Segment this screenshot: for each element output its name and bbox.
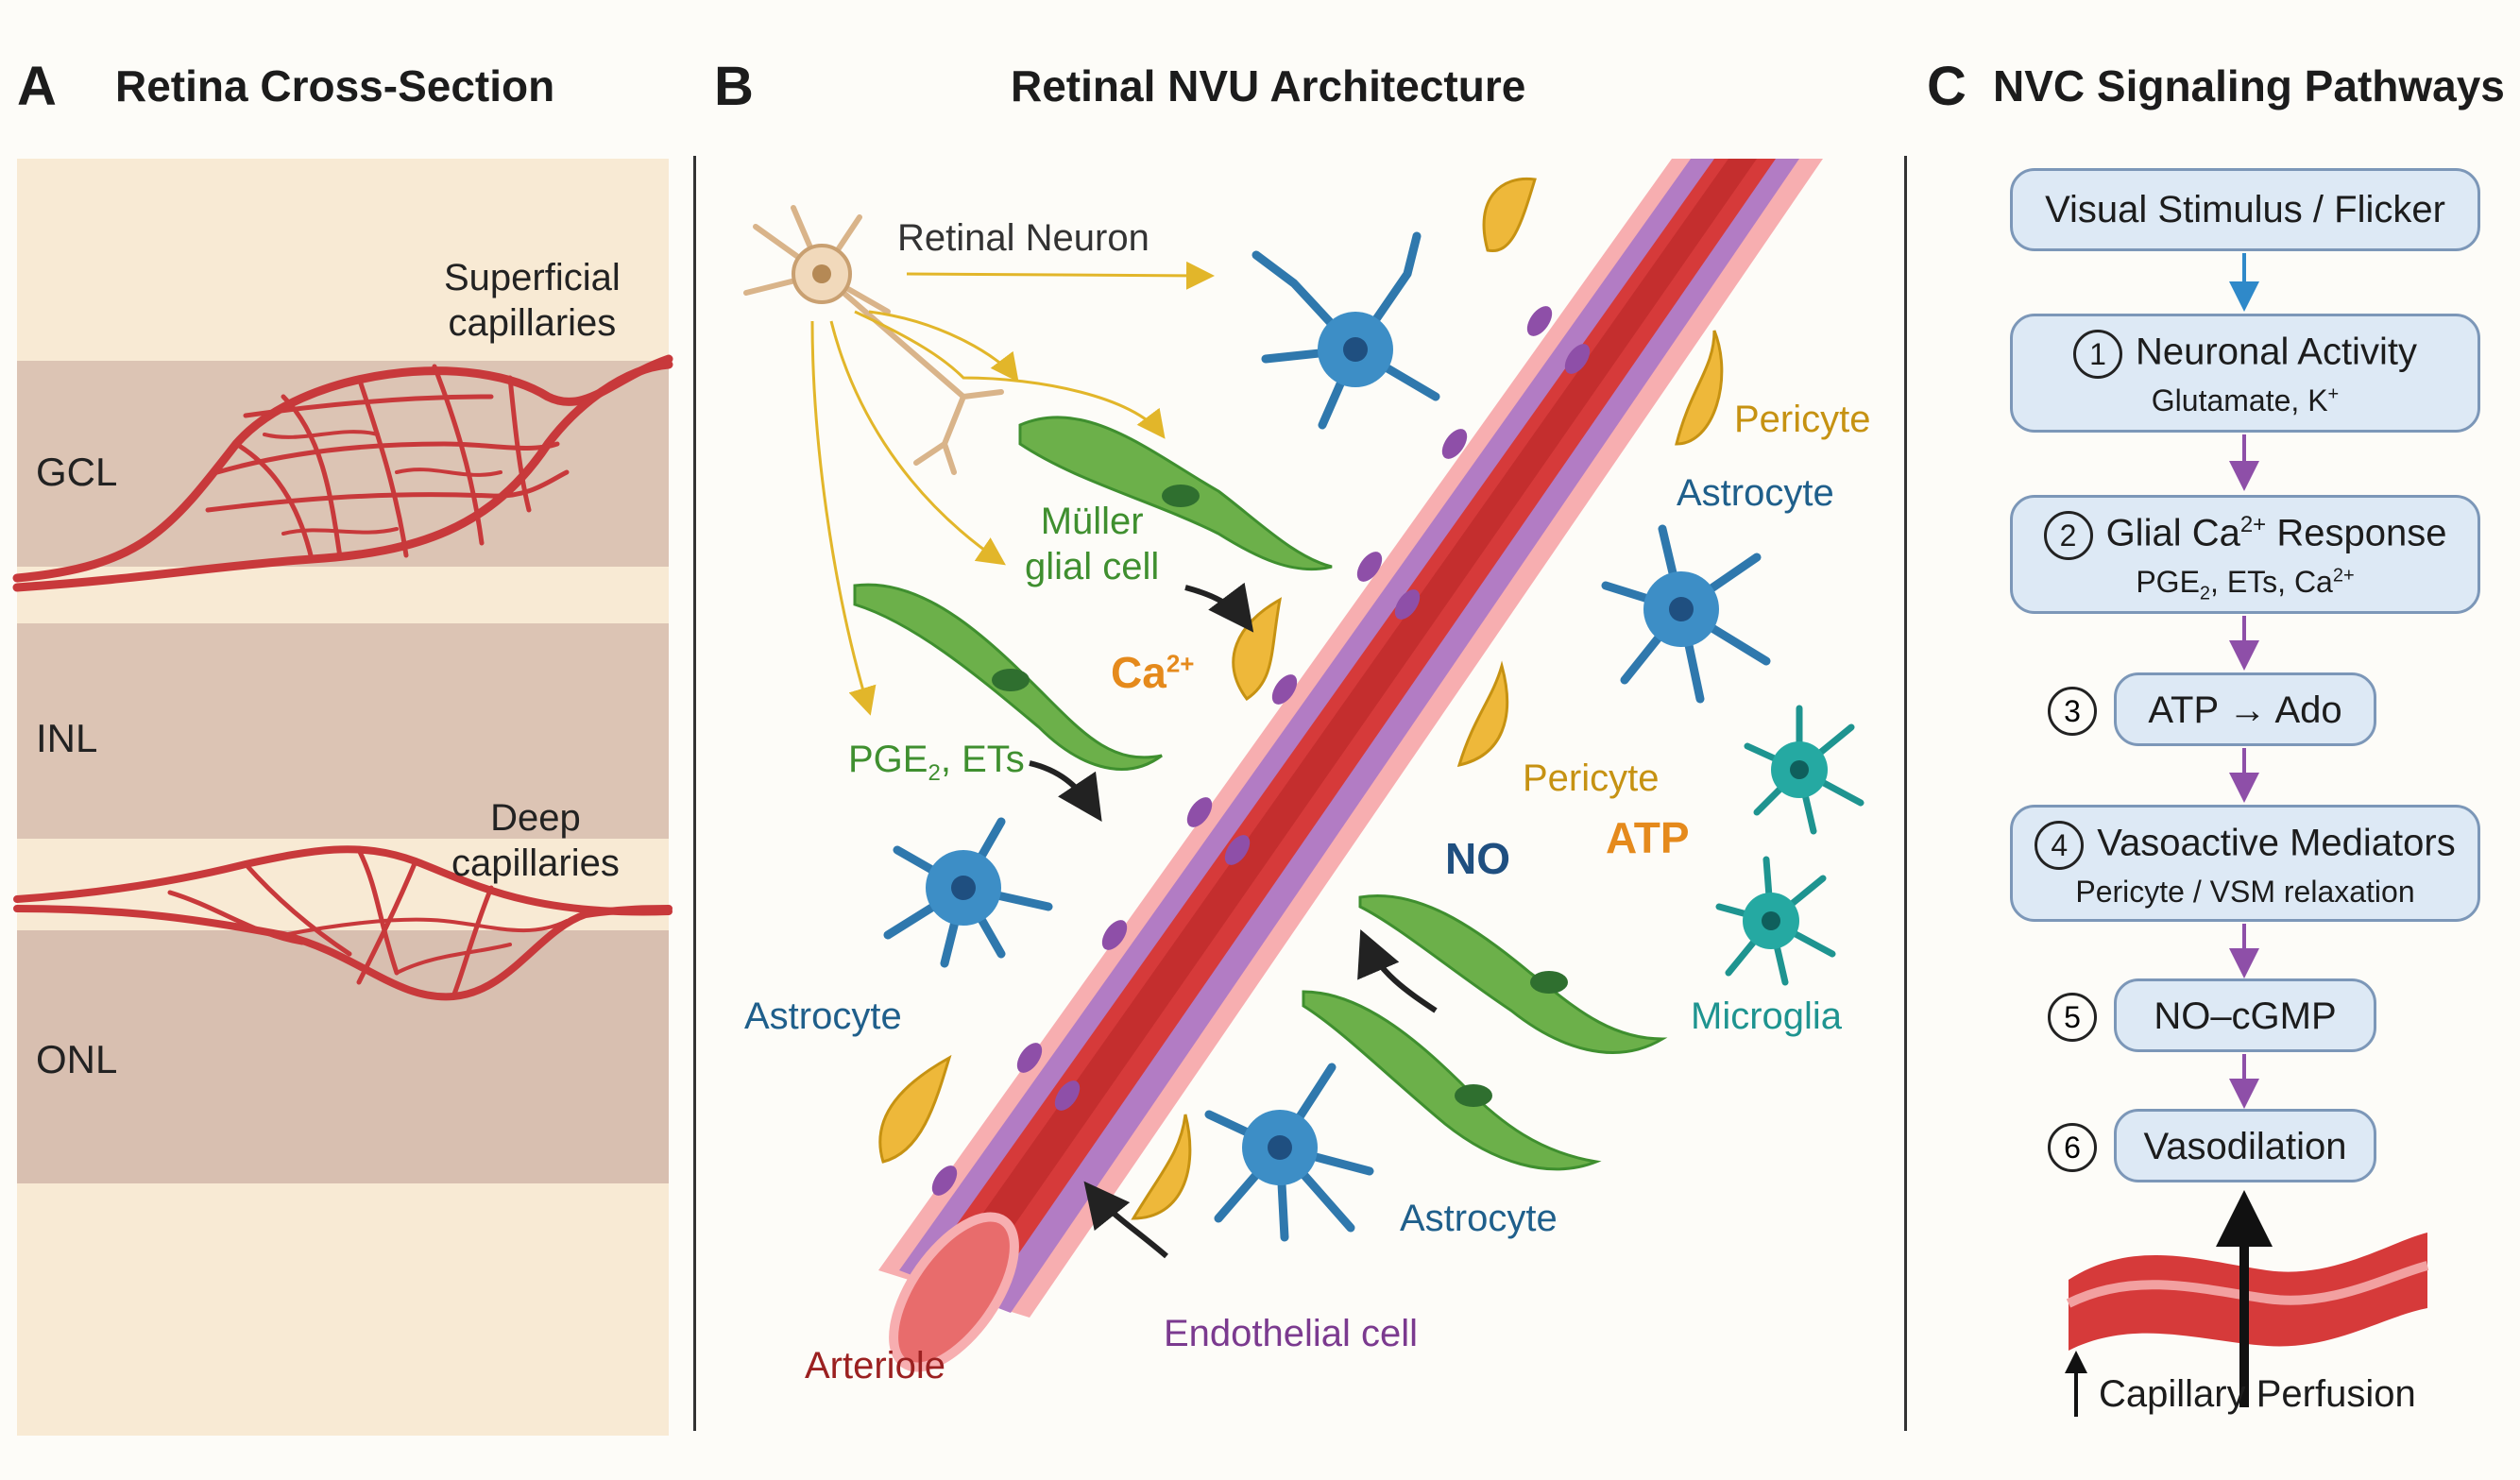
step-3-number: 3: [2048, 687, 2097, 736]
pericytes: [878, 177, 1724, 1220]
pge-ets-label: PGE2, ETs: [848, 737, 1025, 788]
retinal-neuron-label: Retinal Neuron: [897, 217, 1149, 259]
calcium-sup: 2+: [1166, 649, 1195, 678]
capillary-perfusion-label: Capillary Perfusion: [2099, 1373, 2416, 1415]
panel-a-title: Retina Cross-Section: [115, 61, 555, 111]
superficial-line2: capillaries: [448, 302, 617, 344]
muller-glial-cell-label: Müller glial cell: [1025, 499, 1159, 589]
step-1-title: 1 Neuronal Activity: [2013, 330, 2477, 379]
step-5-title: NO–cGMP: [2154, 995, 2337, 1037]
step-1-box: 1 Neuronal Activity Glutamate, K+: [2010, 314, 2480, 433]
deep-line2: capillaries: [451, 842, 620, 884]
deep-line1: Deep: [490, 797, 581, 839]
endothelial-cell-label: Endothelial cell: [1164, 1313, 1419, 1354]
onl-label: ONL: [36, 1037, 118, 1081]
retinal-neuron: [743, 205, 1004, 475]
calcium-label: Ca2+: [1111, 647, 1194, 699]
panel-c-letter: C: [1927, 56, 1967, 117]
gcl-label: GCL: [36, 450, 118, 494]
divider-right: [1904, 156, 1907, 1431]
deep-capillary-network: [13, 845, 673, 1001]
deep-capillaries-label: Deep capillaries: [451, 795, 620, 886]
step-6-title: Vasodilation: [2143, 1126, 2347, 1167]
pge-sub: 2: [928, 760, 941, 786]
step-1-title-text: Neuronal Activity: [2136, 331, 2417, 373]
superficial-capillary-network: [12, 354, 673, 592]
panel-b-letter: B: [714, 56, 754, 117]
stimulus-text: Visual Stimulus / Flicker: [2045, 189, 2445, 230]
pericyte-label-top: Pericyte: [1734, 399, 1871, 440]
step-1-sub: Glutamate, K+: [2151, 383, 2340, 417]
superficial-line1: Superficial: [444, 257, 621, 298]
onl-layer: [17, 930, 669, 1183]
step-3-box: ATP → Ado: [2114, 672, 2376, 746]
inl-layer: [17, 623, 669, 839]
astrocyte-label-left: Astrocyte: [744, 995, 902, 1037]
step-4-box: 4 Vasoactive Mediators Pericyte / VSM rel…: [2010, 805, 2480, 922]
pge-pre: PGE: [848, 739, 928, 780]
inl-label: INL: [36, 716, 98, 760]
step-5-box: NO–cGMP: [2114, 978, 2376, 1052]
muller-line1: Müller: [1040, 501, 1144, 542]
panel-a-letter: A: [17, 56, 57, 117]
endothelial-nuclei: [931, 306, 1591, 1196]
step-5-number: 5: [2048, 993, 2097, 1042]
stimulus-box: Visual Stimulus / Flicker: [2010, 168, 2480, 251]
step-2-sub: PGE2, ETs, Ca2+: [2136, 565, 2355, 604]
pge-post: , ETs: [940, 739, 1025, 780]
step-6-number: 6: [2048, 1123, 2097, 1172]
calcium-base: Ca: [1111, 648, 1166, 697]
microglia-label: Microglia: [1691, 995, 1843, 1037]
panel-c-title: NVC Signaling Pathways: [1993, 61, 2505, 111]
step-4-number: 4: [2035, 821, 2085, 870]
divider-left: [693, 156, 696, 1431]
arteriole-label: Arteriole: [805, 1345, 945, 1386]
astrocytes: [883, 231, 1771, 1242]
step-3-title: ATP → Ado: [2148, 689, 2342, 731]
muller-line2: glial cell: [1025, 546, 1160, 587]
step-2-number: 2: [2043, 511, 2093, 560]
neuron-signal-arrows: [810, 261, 1215, 716]
arteriole: [878, 159, 1823, 1372]
step-6-box: Vasodilation: [2114, 1109, 2376, 1182]
microglia: [1715, 705, 1864, 986]
pericyte-label-mid: Pericyte: [1523, 757, 1660, 799]
step-1-number: 1: [2073, 330, 2123, 379]
atp-label: ATP: [1606, 813, 1690, 862]
astrocyte-label-right: Astrocyte: [1677, 472, 1834, 514]
superficial-capillaries-label: Superficial capillaries: [444, 255, 621, 346]
astrocyte-label-bottom: Astrocyte: [1400, 1198, 1558, 1239]
panel-b-title: Retinal NVU Architecture: [1011, 61, 1526, 111]
step-4-title: 4 Vasoactive Mediators: [2013, 821, 2477, 870]
step-4-title-text: Vasoactive Mediators: [2097, 822, 2456, 864]
black-arrows: [1029, 582, 1438, 1259]
step-4-sub: Pericyte / VSM relaxation: [2075, 875, 2415, 909]
muller-glia-cells: [853, 416, 1668, 1171]
no-label: NO: [1445, 834, 1510, 883]
